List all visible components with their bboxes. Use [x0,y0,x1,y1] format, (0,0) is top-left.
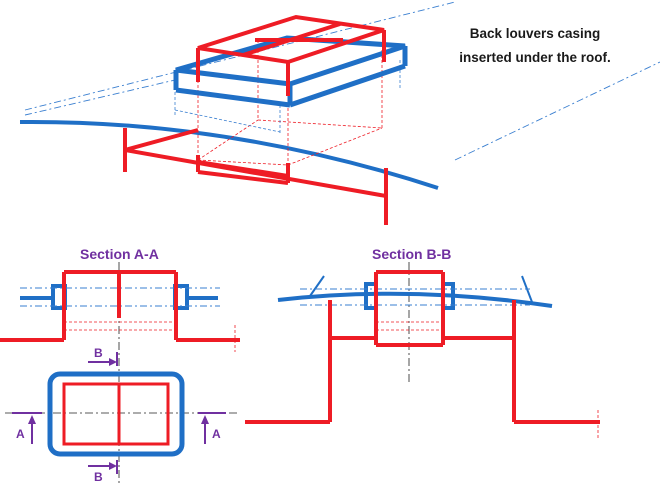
annotation-line-2: inserted under the roof. [459,50,611,65]
marker-label-b-bottom: B [94,470,103,484]
annotation-note: Back louvers casing inserted under the r… [430,22,640,70]
isometric-view [19,1,660,225]
marker-label-a-right: A [212,427,221,441]
a-marker-left [12,412,42,444]
casing-upper-box [196,14,386,96]
section-bb-roof [277,291,553,308]
roof-plane-line-right [454,61,660,161]
plan-collar [47,371,185,457]
section-aa-title: Section A-A [80,246,159,262]
roof-curve [19,119,439,190]
plan-casing [62,382,170,446]
section-bb-drawing [245,262,600,438]
section-bb-casing [374,270,445,347]
casing-hidden-edges [174,40,401,166]
b-marker-bottom [88,460,118,474]
marker-label-b-top: B [94,346,103,360]
marker-label-a-left: A [16,427,25,441]
a-marker-right [198,412,226,444]
annotation-line-1: Back louvers casing [469,26,601,41]
casing-lower-body [196,155,290,185]
section-bb-support [245,300,600,424]
section-aa-drawing [0,262,240,485]
support-frame [123,128,388,225]
section-bb-title: Section B-B [372,246,452,262]
roof-plane-line-left [24,79,176,116]
section-aa-roof [20,284,218,310]
b-marker-top [88,352,118,366]
roof-collar-frame [173,35,408,108]
section-aa-casing [0,270,240,342]
